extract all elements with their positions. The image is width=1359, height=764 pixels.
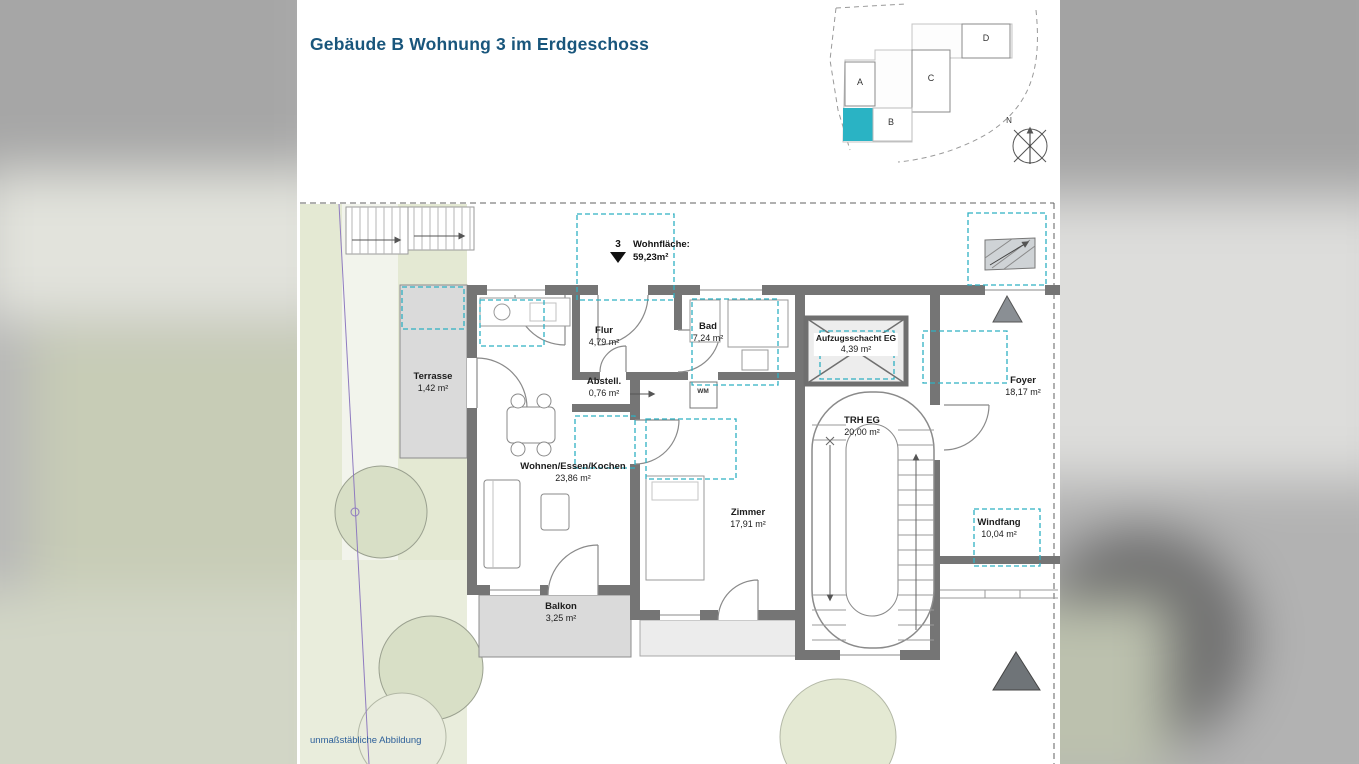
- tree: [334, 465, 428, 559]
- blurred-edge-left: [0, 0, 297, 764]
- dining-table: [506, 406, 556, 444]
- entrance-details: [940, 237, 1058, 691]
- blurred-edge-right: [1060, 0, 1359, 764]
- elevator-shaft: [803, 315, 909, 387]
- balcony-area: [478, 594, 632, 658]
- washing-machine: [689, 381, 718, 409]
- entrance-marker-top: [992, 294, 1023, 323]
- windows: [467, 285, 1045, 660]
- zimmer-terrace-strip: [639, 619, 797, 657]
- furniture: [479, 297, 789, 581]
- siteplan-building-c: [911, 49, 951, 113]
- siteplan-building-a: [844, 61, 876, 107]
- compass-icon: [1012, 126, 1048, 164]
- property-dashed-lines: [300, 202, 1055, 764]
- doors: [476, 294, 990, 621]
- property-boundary-line: [338, 203, 370, 764]
- terrace-area: [399, 284, 468, 459]
- tree: [357, 692, 447, 764]
- armchair: [540, 493, 570, 531]
- siteplan-building-d: [961, 23, 1011, 59]
- exterior-stairs: [345, 206, 475, 255]
- tree: [779, 678, 897, 764]
- entrance-marker-bottom: [992, 651, 1041, 691]
- siteplan-building-b-highlight: [843, 108, 873, 141]
- staircase: [811, 391, 935, 649]
- sofa: [483, 479, 521, 569]
- site-plan: [829, 3, 1038, 163]
